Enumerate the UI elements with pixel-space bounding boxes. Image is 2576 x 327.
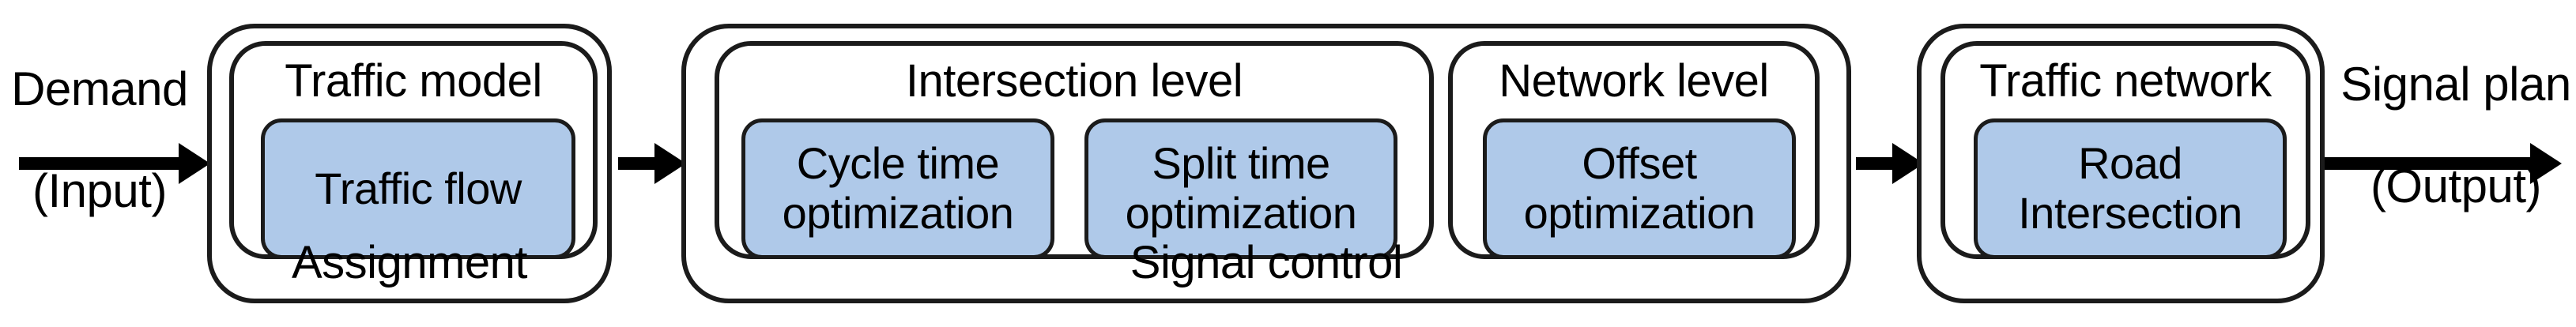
group-intersection-level-title: Intersection level [905,55,1243,107]
group-traffic-model[interactable]: Traffic model Traffic flow [229,41,598,259]
node-split-time-optimization[interactable]: Split time optimization [1084,118,1397,259]
stage-traffic-network[interactable]: Traffic network Road Intersection [1917,24,2325,303]
output-label-line1: Signal plan [2340,57,2571,111]
input-label: Demand (Input) [0,13,199,269]
arrow-input-to-assignment [19,143,210,184]
arrow-shaft [19,157,182,170]
stage-assignment-label: Assignment [291,237,528,288]
group-traffic-model-title: Traffic model [285,55,542,107]
stage-signal-control[interactable]: Intersection level Cycle time optimizati… [681,24,1851,303]
arrow-assignment-to-signal-control [618,143,686,184]
arrow-shaft [1856,157,1895,170]
output-label: Signal plan (Output) [2336,8,2576,264]
group-intersection-level[interactable]: Intersection level Cycle time optimizati… [715,41,1434,259]
group-network-level-title: Network level [1499,55,1769,107]
node-cycle-time-optimization[interactable]: Cycle time optimization [741,118,1054,259]
arrow-signal-control-to-traffic-network [1856,143,1924,184]
stage-assignment[interactable]: Traffic model Traffic flow Assignment [207,24,612,303]
node-traffic-flow[interactable]: Traffic flow [261,118,575,259]
group-traffic-network[interactable]: Traffic network Road Intersection [1940,41,2310,259]
group-traffic-network-title: Traffic network [1979,55,2272,107]
group-network-level[interactable]: Network level Offset optimization [1448,41,1820,259]
node-road-intersection[interactable]: Road Intersection [1974,118,2287,259]
arrow-head [2530,143,2562,184]
arrow-traffic-network-to-output [2325,143,2562,184]
arrow-shaft [2325,157,2533,170]
input-label-line2: (Input) [32,164,167,218]
arrow-shaft [618,157,658,170]
input-label-line1: Demand [11,62,188,115]
arrow-head [654,143,686,184]
arrow-head [179,143,210,184]
stage-signal-control-label: Signal control [1130,237,1403,288]
node-offset-optimization[interactable]: Offset optimization [1483,118,1796,259]
